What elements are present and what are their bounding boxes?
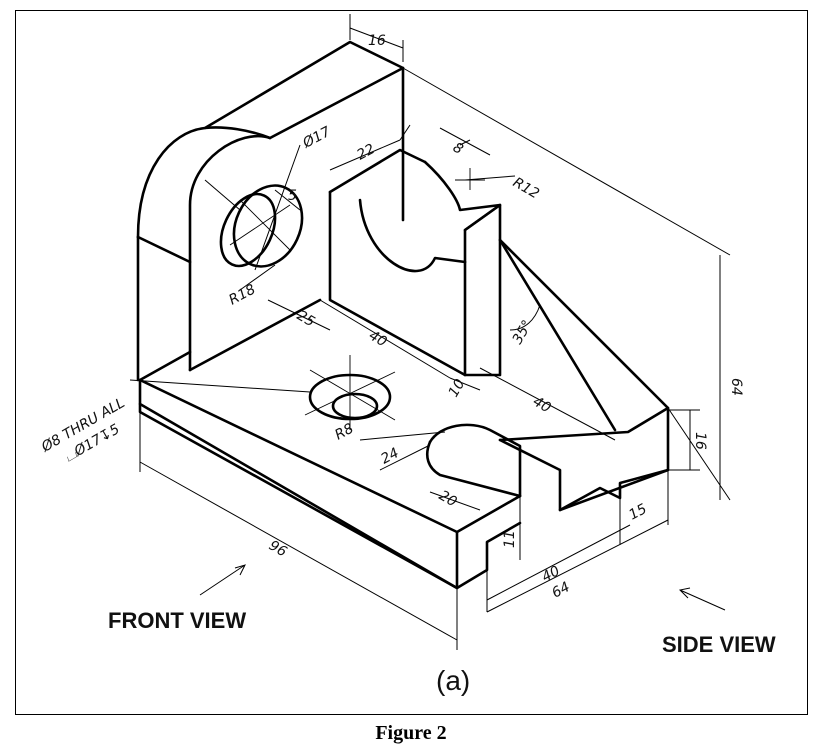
dim-96: 96	[266, 538, 290, 561]
rib	[498, 238, 670, 512]
dim-35-deg: 35°	[510, 317, 536, 347]
upright-front-face	[188, 66, 405, 372]
side-view-label: SIDE VIEW	[662, 632, 776, 657]
rib-inner	[498, 238, 617, 432]
center-block-right-face	[463, 203, 502, 377]
dim-8: 8	[450, 140, 466, 158]
dim-r12: R12	[510, 175, 542, 203]
center-block-top-right	[423, 160, 502, 264]
upright-hole-back	[219, 192, 277, 268]
dim-22: 22	[354, 141, 377, 164]
dim-11: 11	[502, 530, 518, 548]
figure-frame	[15, 10, 808, 715]
dim-20: 20	[436, 488, 460, 511]
dim-r8: R8	[332, 421, 356, 444]
dim-10: 10	[446, 376, 469, 400]
dim-40-mid: 40	[366, 328, 390, 351]
upright-side-edge	[136, 235, 192, 264]
dim-64-height: 64	[728, 378, 744, 396]
dimension-labels: 16 22 8 R12 Ø17 5 R18 25 40 10 40 35° 64…	[38, 33, 744, 602]
center-block-front	[328, 190, 467, 377]
dim-40-right: 40	[530, 394, 554, 417]
dim-15: 15	[626, 501, 649, 524]
front-view-label: FRONT VIEW	[108, 608, 246, 633]
dim-16-top: 16	[368, 33, 386, 49]
object-edges	[136, 40, 670, 590]
dim-dia17: Ø17	[299, 124, 333, 152]
upright-round-back	[136, 40, 405, 239]
dim-r18: R18	[226, 281, 258, 308]
figure-caption: Figure 2	[375, 722, 447, 744]
dim-5: 5	[288, 188, 297, 204]
upright-hole-front	[232, 184, 304, 268]
base-right-bottom-edge	[455, 521, 522, 590]
slot-edge	[428, 423, 522, 498]
figure-sublabel: (a)	[436, 665, 470, 696]
base-top-back-edge	[188, 298, 322, 372]
dim-24: 24	[378, 445, 401, 467]
base-front-top-edge	[138, 378, 459, 534]
center-block-cut	[358, 198, 467, 273]
slot-bottom	[426, 440, 522, 498]
center-block-top-left	[328, 148, 427, 194]
dimension-lines	[129, 14, 731, 650]
dim-64-bottom: 64	[549, 579, 572, 601]
dim-16-side: 16	[692, 432, 708, 450]
dim-40-bottom: 40	[539, 563, 562, 586]
counterbore-inner	[331, 392, 379, 420]
base-right-top-edge	[455, 494, 522, 534]
dim-25: 25	[294, 308, 318, 331]
flange-top	[498, 406, 670, 442]
base-front-face	[138, 378, 459, 590]
base-left-edge	[138, 350, 192, 382]
upright-top-edge	[203, 126, 272, 140]
